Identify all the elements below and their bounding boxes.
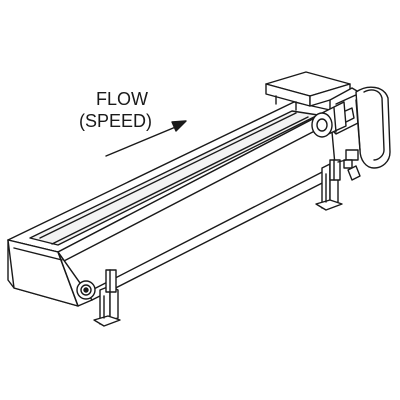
speed-label: (SPEED) <box>79 111 153 131</box>
tail-pulley <box>76 280 96 300</box>
chain-guard <box>355 86 391 169</box>
front-leg <box>93 269 121 327</box>
flow-arrow <box>105 120 187 157</box>
takeup-adjuster <box>337 149 361 181</box>
conveyor-frame <box>7 101 337 307</box>
rear-leg <box>315 159 343 211</box>
drive-motor <box>311 101 347 138</box>
flow-label: FLOW <box>96 89 148 109</box>
motor-mount <box>265 71 351 111</box>
